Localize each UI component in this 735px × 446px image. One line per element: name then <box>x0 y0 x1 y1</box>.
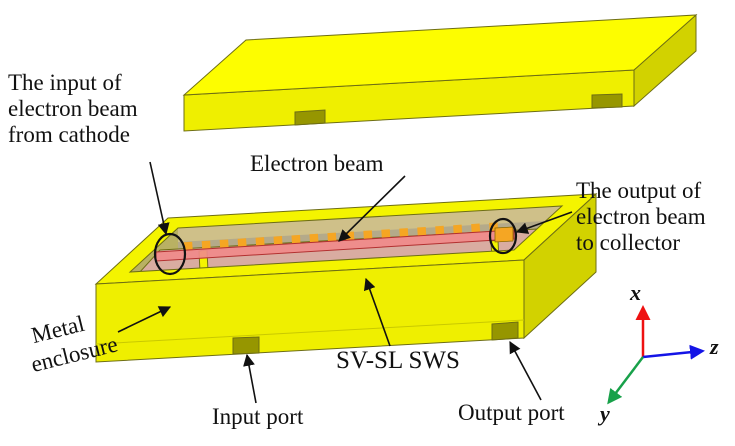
enclosure-right-wall <box>523 192 597 340</box>
arrow-output-beam <box>515 211 573 234</box>
top-cover-top-face <box>182 14 698 96</box>
z-axis-label: z <box>709 334 719 359</box>
label-output-beam-line3: to collector <box>576 230 680 255</box>
top-cover <box>182 13 698 132</box>
arrow-sws <box>363 277 391 347</box>
arrow-input-port <box>243 353 257 404</box>
arrow-metal-enclosure <box>117 306 172 333</box>
output-port-notch <box>491 321 519 341</box>
z-axis-arrow <box>642 344 705 360</box>
input-port-notch <box>232 336 260 355</box>
arrow-electron-beam <box>338 175 406 242</box>
enclosure-wall-parting-line <box>95 319 525 345</box>
metal-enclosure <box>94 192 598 363</box>
y-axis-label: y <box>597 401 610 426</box>
label-output-beam-line2: electron beam <box>576 204 706 229</box>
label-output-beam-line1: The output of <box>576 178 702 203</box>
electron-beam-assembly <box>153 217 518 276</box>
beam-output-highlight-circle <box>488 217 518 255</box>
label-input-beam-line1: The input of <box>8 70 122 95</box>
label-input-port: Input port <box>212 404 304 429</box>
arrow-input-beam <box>149 161 170 236</box>
label-input-beam-line3: from cathode <box>8 122 130 147</box>
top-cover-alignment-notch-right <box>591 93 623 109</box>
top-cover-alignment-notch-left <box>294 109 326 126</box>
annotation-arrows <box>117 161 573 404</box>
label-input-beam-line2: electron beam <box>8 96 138 121</box>
label-sws: SV-SL SWS <box>336 347 460 374</box>
x-axis-label: x <box>629 280 641 305</box>
beam-output-block <box>494 226 514 243</box>
coordinate-axes: x z y <box>597 280 719 426</box>
label-electron-beam: Electron beam <box>250 151 384 176</box>
electron-beam-rod <box>156 230 514 261</box>
arrow-output-port <box>509 340 542 401</box>
y-axis-arrow <box>607 356 644 405</box>
beam-input-highlight-circle <box>153 232 187 276</box>
label-output-port: Output port <box>458 400 565 425</box>
